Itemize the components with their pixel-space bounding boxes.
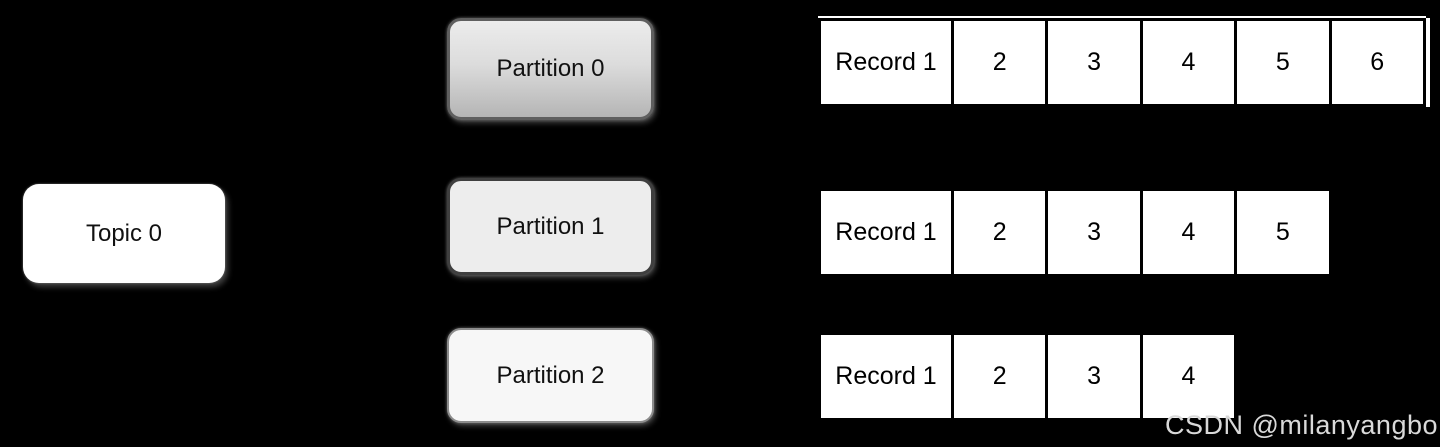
partition-node-2: Partition 2 <box>447 328 654 423</box>
record-cell-label: Record 1 <box>821 335 951 418</box>
record-cell: 3 <box>1045 191 1140 274</box>
record-cell: 5 <box>1234 21 1329 104</box>
record-cell: 3 <box>1045 21 1140 104</box>
partition-2-label: Partition 2 <box>496 361 605 389</box>
record-cell: 6 <box>1328 21 1423 104</box>
topic-label: Topic 0 <box>85 219 163 247</box>
partition-node-1: Partition 1 <box>447 178 654 275</box>
record-cell: 2 <box>951 21 1046 104</box>
record-cell: 4 <box>1139 191 1235 274</box>
partition-1-label: Partition 1 <box>496 212 605 240</box>
record-cell: 2 <box>951 335 1046 418</box>
record-cell: 4 <box>1139 21 1235 104</box>
topic-node: Topic 0 <box>23 184 225 283</box>
watermark-text: CSDN @milanyangbo <box>1164 410 1438 440</box>
record-cell: 5 <box>1234 191 1329 274</box>
record-cell: 2 <box>951 191 1046 274</box>
record-cell-label: Record 1 <box>821 191 951 274</box>
record-cell: 4 <box>1139 335 1235 418</box>
partition-0-label: Partition 0 <box>496 55 605 82</box>
record-cell-label: Record 1 <box>821 21 951 104</box>
record-cell: 3 <box>1045 335 1140 418</box>
partition-node-0: Partition 0 <box>447 18 654 120</box>
